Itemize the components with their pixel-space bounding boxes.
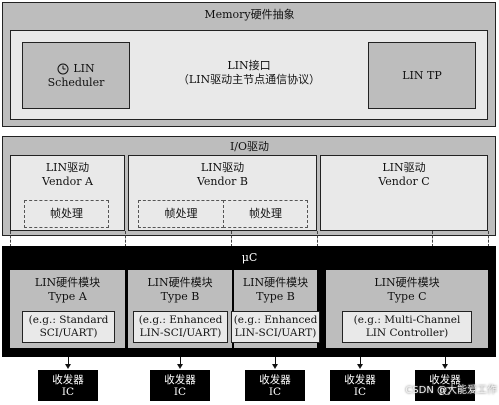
- hw-module-c-example-1: (e.g.: Multi-Channel: [353, 314, 461, 326]
- vendor-b-line1: LIN驱动: [200, 161, 245, 174]
- frame-processing-a-label: 帧处理: [50, 207, 83, 220]
- lin-scheduler-label-2: Scheduler: [47, 75, 105, 89]
- arrow-to-transceiver-2: [177, 357, 183, 369]
- transceiver-ic-2: 收发器 IC: [150, 370, 210, 401]
- lin-interface-title: LIN接口: [227, 59, 271, 72]
- hw-module-a-example: (e.g.: Standard SCI/UART): [22, 311, 115, 343]
- hw-module-b1-example-2: LIN-SCI/UART): [139, 327, 222, 339]
- frame-processing-b1: 帧处理: [138, 200, 224, 228]
- lin-interface-subtitle: （LIN驱动主节点通信协议）: [177, 73, 321, 86]
- vendor-b-box: [128, 155, 317, 231]
- arrow-to-transceiver-4: [357, 357, 363, 369]
- hw-module-a-example-1: (e.g.: Standard: [28, 314, 109, 326]
- vendor-a-line2: Vendor A: [42, 175, 93, 188]
- lin-scheduler-label-1: LIN: [73, 61, 95, 75]
- connector-line: [231, 231, 232, 247]
- connector-line: [10, 231, 11, 247]
- vendor-b-label: LIN驱动 Vendor B: [128, 160, 317, 190]
- hw-module-a-example-2: SCI/UART): [39, 327, 98, 339]
- transceiver-ic-3: 收发器 IC: [245, 370, 305, 401]
- hw-module-c-example: (e.g.: Multi-Channel LIN Controller): [342, 311, 472, 343]
- hw-module-b2-line2: Type B: [256, 290, 295, 303]
- transceiver-4-line2: IC: [353, 385, 367, 398]
- vendor-a-box: [10, 155, 125, 231]
- hw-module-c-line1: LIN硬件模块: [374, 276, 440, 289]
- vendor-a-label: LIN驱动 Vendor A: [10, 160, 125, 190]
- vendor-b-line2: Vendor B: [196, 175, 249, 188]
- lin-interface-label: LIN接口 （LIN驱动主节点通信协议）: [135, 48, 363, 98]
- hw-module-b1-example: (e.g.: Enhanced LIN-SCI/UART): [133, 311, 228, 343]
- memory-layer-title: Memory硬件抽象: [204, 8, 295, 21]
- arrow-to-transceiver-1: [65, 357, 71, 369]
- hw-module-b2-line1: LIN硬件模块: [242, 276, 309, 289]
- connector-line: [125, 231, 126, 247]
- transceiver-1-line1: 收发器: [52, 373, 84, 386]
- lin-scheduler-box: LIN Scheduler: [22, 42, 130, 109]
- arrow-to-transceiver-3: [272, 357, 278, 369]
- transceiver-5-line1: 收发器: [429, 373, 461, 386]
- transceiver-2-line2: IC: [173, 385, 187, 398]
- frame-processing-b2-label: 帧处理: [249, 207, 282, 220]
- clock-icon: [57, 63, 69, 74]
- hw-module-b1-line2: Type B: [160, 290, 200, 303]
- vendor-c-line2: Vendor C: [378, 175, 430, 188]
- frame-processing-b1-label: 帧处理: [164, 207, 198, 220]
- connector-line: [317, 231, 318, 247]
- lin-tp-label: LIN TP: [402, 68, 442, 82]
- hw-module-b2-example-1: (e.g.: Enhanced: [233, 314, 318, 326]
- vendor-c-box: [320, 155, 488, 231]
- vendor-a-line1: LIN驱动: [45, 161, 90, 174]
- transceiver-2-line1: 收发器: [164, 373, 196, 386]
- transceiver-ic-5: 收发器 IC: [415, 370, 475, 401]
- watermark: CSDN @大能爱工作: [405, 385, 497, 396]
- vendor-c-label: LIN驱动 Vendor C: [320, 160, 488, 190]
- hw-module-c-example-2: LIN Controller): [365, 327, 449, 339]
- hw-module-c-line2: Type C: [387, 290, 427, 303]
- vendor-c-line1: LIN驱动: [382, 161, 426, 174]
- frame-processing-a: 帧处理: [24, 200, 109, 228]
- transceiver-3-line1: 收发器: [259, 373, 291, 386]
- transceiver-4-line1: 收发器: [344, 373, 376, 386]
- hw-module-a-line2: Type A: [48, 290, 87, 303]
- transceiver-5-line2: IC: [438, 385, 452, 398]
- arrow-to-transceiver-5: [442, 357, 448, 369]
- connector-line: [432, 231, 433, 247]
- hw-module-b2-example: (e.g.: Enhanced LIN-SCI/UART): [231, 311, 320, 343]
- io-driver-title: I/O驱动: [229, 140, 270, 153]
- hw-module-b2-example-2: LIN-SCI/UART): [234, 327, 317, 339]
- frame-processing-b2: 帧处理: [223, 200, 308, 228]
- hw-module-b1-line1: LIN硬件模块: [147, 276, 213, 289]
- hw-module-a-line1: LIN硬件模块: [34, 276, 101, 289]
- transceiver-3-line2: IC: [268, 385, 282, 398]
- transceiver-ic-1: 收发器 IC: [38, 370, 98, 401]
- hw-module-b1-example-1: (e.g.: Enhanced: [138, 314, 223, 326]
- transceiver-ic-4: 收发器 IC: [330, 370, 390, 401]
- lin-tp-box: LIN TP: [368, 42, 476, 109]
- uc-title: μC: [241, 251, 258, 264]
- connector-line: [488, 231, 489, 247]
- transceiver-1-line2: IC: [61, 385, 75, 398]
